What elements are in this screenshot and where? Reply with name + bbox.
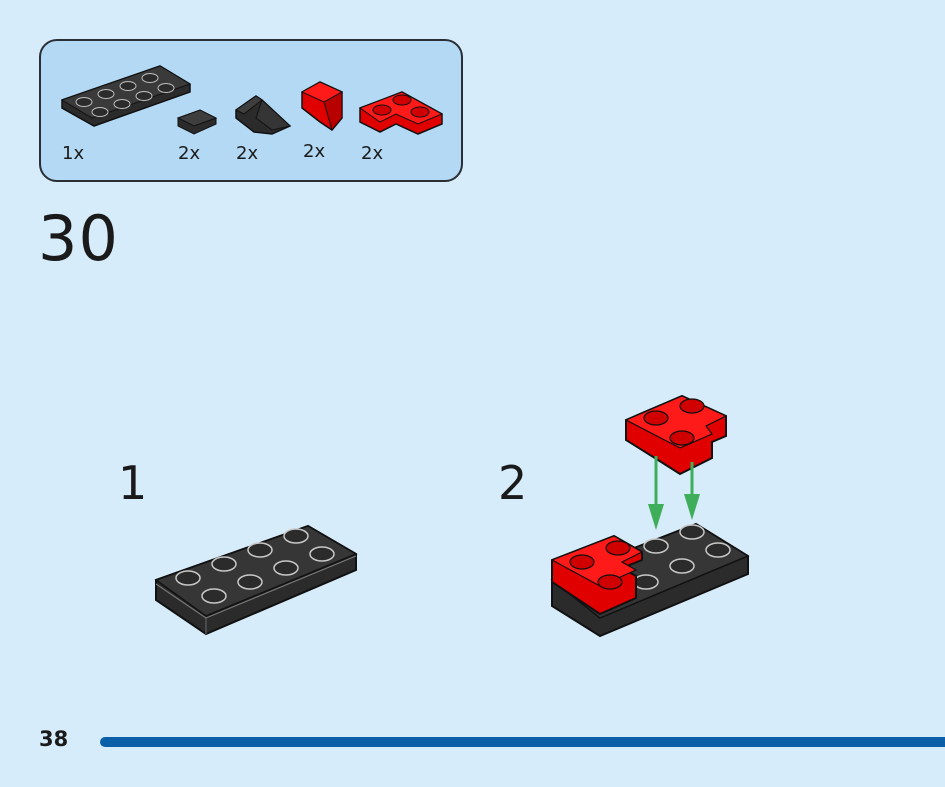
step-number: 30 bbox=[38, 202, 119, 275]
page-number: 38 bbox=[39, 727, 69, 751]
sub-step-number-2: 2 bbox=[498, 456, 528, 510]
part-qty-black-plate: 1x bbox=[62, 143, 85, 164]
red-corner-plate-icon bbox=[358, 91, 444, 135]
black-tile-1x1-icon bbox=[176, 109, 218, 135]
part-qty-black-tile: 2x bbox=[178, 143, 201, 164]
black-plate-2x4-icon bbox=[154, 524, 358, 636]
part-qty-black-wedge: 2x bbox=[236, 143, 259, 164]
red-corner-plates-attach-icon bbox=[550, 394, 750, 638]
footer-bar bbox=[100, 737, 945, 747]
part-qty-red-corner-plate: 2x bbox=[361, 143, 384, 164]
red-slope-icon bbox=[300, 81, 344, 132]
sub-step-number-1: 1 bbox=[118, 456, 148, 510]
black-plate-2x4-icon bbox=[60, 65, 192, 127]
part-qty-red-slope: 2x bbox=[303, 141, 326, 162]
black-wedge-slope-icon bbox=[235, 95, 292, 135]
